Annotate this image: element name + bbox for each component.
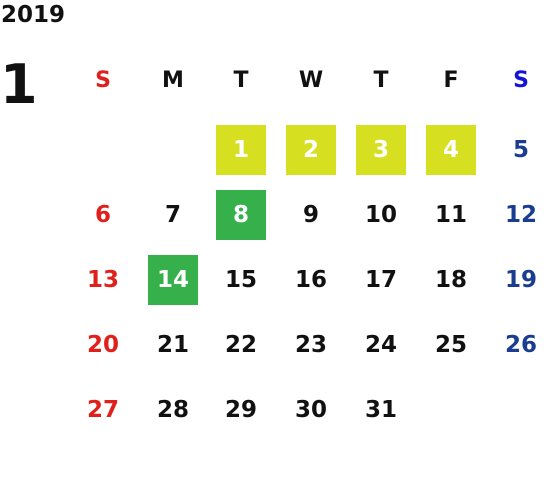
day-cell[interactable]: 5	[512, 137, 529, 163]
day-cell[interactable]: 21	[156, 332, 189, 358]
weekday-header: S	[95, 67, 111, 93]
day-cell[interactable]: 27	[86, 397, 119, 423]
day-cell[interactable]: 16	[294, 267, 327, 293]
weekday-header: T	[373, 67, 389, 93]
day-cell[interactable]: 3	[356, 125, 406, 175]
day-cell[interactable]: 22	[224, 332, 257, 358]
day-cell[interactable]: 12	[504, 202, 537, 228]
day-cell[interactable]: 24	[364, 332, 397, 358]
day-cell[interactable]: 19	[504, 267, 537, 293]
day-cell[interactable]: 28	[156, 397, 189, 423]
month-number: 1	[0, 53, 38, 116]
day-cell[interactable]: 18	[434, 267, 467, 293]
day-cell[interactable]: 9	[302, 202, 319, 228]
day-cell[interactable]: 15	[224, 267, 257, 293]
day-cell[interactable]: 11	[434, 202, 467, 228]
day-cell[interactable]: 17	[364, 267, 397, 293]
day-cell[interactable]: 23	[294, 332, 327, 358]
day-cell[interactable]: 1	[216, 125, 266, 175]
weekday-header: F	[443, 67, 459, 93]
day-cell[interactable]: 13	[86, 267, 119, 293]
weekday-header: T	[233, 67, 249, 93]
year-label: 2019	[1, 2, 66, 28]
day-cell[interactable]: 6	[94, 202, 111, 228]
day-cell[interactable]: 14	[148, 255, 198, 305]
day-cell[interactable]: 30	[294, 397, 327, 423]
day-cell[interactable]: 20	[86, 332, 119, 358]
day-cell[interactable]: 31	[364, 397, 397, 423]
day-cell[interactable]: 2	[286, 125, 336, 175]
day-cell[interactable]: 10	[364, 202, 397, 228]
day-cell[interactable]: 29	[224, 397, 257, 423]
day-cell[interactable]: 26	[504, 332, 537, 358]
day-cell[interactable]: 7	[164, 202, 181, 228]
day-cell[interactable]: 8	[216, 190, 266, 240]
weekday-header: M	[162, 67, 184, 93]
weekday-header: W	[298, 67, 324, 93]
day-cell[interactable]: 4	[426, 125, 476, 175]
weekday-header: S	[513, 67, 529, 93]
day-cell[interactable]: 25	[434, 332, 467, 358]
